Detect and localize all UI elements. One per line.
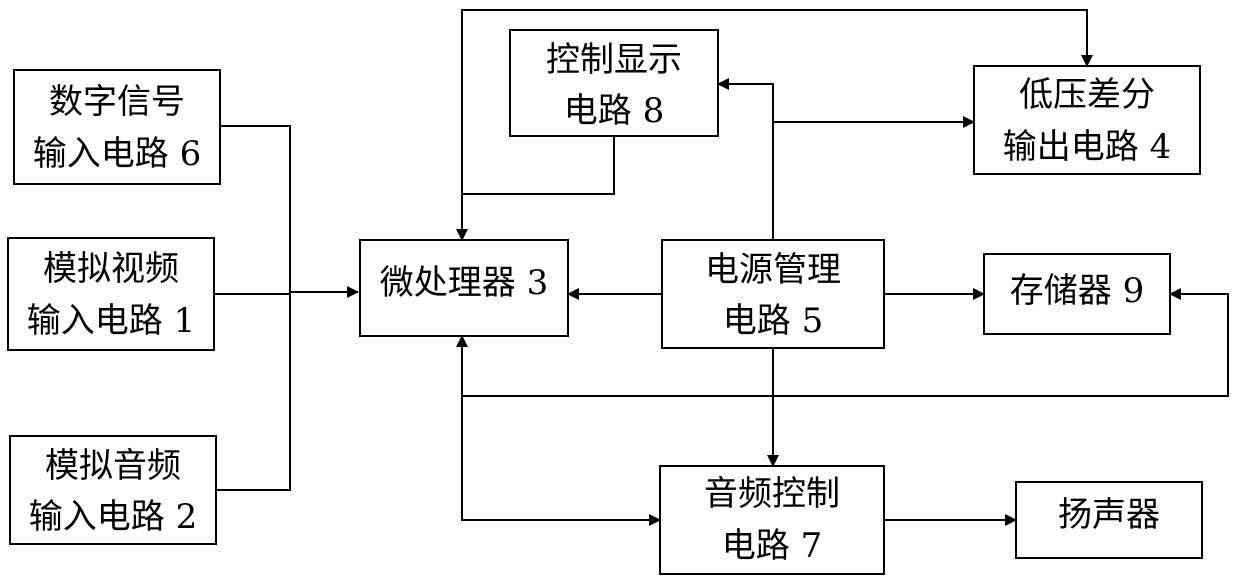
audio-control-block: 音频控制 电路 7: [660, 466, 884, 574]
power-to-display-arrow: [718, 84, 773, 240]
audio-control-line2: 电路 7: [722, 526, 822, 566]
speaker-label: 扬声器: [1058, 495, 1160, 535]
display-control-line2: 电路 8: [564, 91, 664, 131]
digital-input-block: 数字信号 输入电路 6: [14, 70, 220, 184]
memory-label: 存储器 9: [1010, 271, 1144, 311]
analog-video-line1: 模拟视频: [43, 249, 179, 289]
analog-audio-line2: 输入电路 2: [29, 497, 197, 537]
microprocessor-block: 微处理器 3: [360, 240, 568, 336]
analog-video-block: 模拟视频 输入电路 1: [8, 238, 214, 350]
microprocessor-label: 微处理器 3: [380, 263, 548, 303]
lvds-output-block: 低压差分 输出电路 4: [974, 66, 1200, 174]
lvds-output-line1: 低压差分: [1019, 75, 1155, 115]
power-management-line2: 电路 5: [723, 301, 823, 341]
display-to-micro-connector: [462, 136, 614, 240]
digital-input-line2: 输入电路 6: [33, 134, 201, 174]
analog-audio-line1: 模拟音频: [45, 446, 181, 486]
lvds-output-line2: 输出电路 4: [1003, 127, 1171, 167]
display-control-block: 控制显示 电路 8: [510, 30, 718, 136]
display-control-line1: 控制显示: [546, 40, 682, 80]
speaker-block: 扬声器: [1016, 482, 1202, 558]
input-bus-connector: [214, 126, 358, 490]
digital-input-line1: 数字信号: [49, 82, 185, 122]
analog-video-line2: 输入电路 1: [27, 301, 195, 341]
bus-to-audio-arrow: [462, 396, 660, 520]
power-management-block: 电源管理 电路 5: [662, 240, 884, 348]
power-management-line1: 电源管理: [705, 250, 841, 290]
audio-control-line1: 音频控制: [704, 474, 840, 514]
memory-block: 存储器 9: [984, 254, 1170, 334]
analog-audio-block: 模拟音频 输入电路 2: [10, 436, 216, 544]
